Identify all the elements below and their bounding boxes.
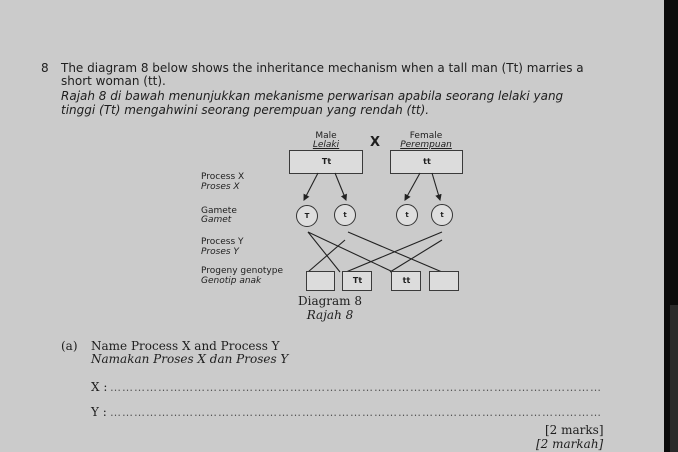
cross-line-2 <box>307 231 394 273</box>
cross-line-6 <box>389 239 443 273</box>
process-y-label: Process Y <box>201 237 244 247</box>
answer-y-label: Y : <box>91 405 107 419</box>
progeny-genotype-label-malay: Genotip anak <box>201 276 262 286</box>
offspring-box-4 <box>429 271 459 291</box>
gamete-label-malay: Gamet <box>201 215 232 225</box>
part-a-label: (a) <box>61 339 78 353</box>
cross-line-1 <box>307 231 341 273</box>
cross-symbol: X <box>370 135 381 150</box>
male-genotype-box <box>289 150 363 174</box>
gamete-1: T <box>296 205 318 227</box>
female-label-malay: Perempuan <box>400 140 452 150</box>
question-text-malay-line2: tinggi (Tt) mengahwini seorang perempuan… <box>61 103 430 117</box>
arrow-male-to-gamete-1 <box>303 172 319 201</box>
diagram-caption: Diagram 8 <box>297 294 362 308</box>
female-label: Female <box>409 131 443 141</box>
page-edge-shadow <box>670 305 678 452</box>
answer-x-label: X : <box>91 380 108 394</box>
question-text-english-line2: short woman (tt). <box>61 74 166 88</box>
offspring-genotype-2: Tt <box>352 276 363 285</box>
cross-line-4 <box>307 239 346 273</box>
gamete-label: Gamete <box>201 206 237 216</box>
inheritance-lines <box>303 172 443 273</box>
offspring-genotype-3: tt <box>402 276 411 285</box>
marks-malay: [2 markah] <box>536 437 604 451</box>
cross-line-5 <box>345 231 443 273</box>
male-label-malay: Lelaki <box>312 140 340 150</box>
part-a-question-malay: Namakan Proses X dan Proses Y <box>91 352 289 366</box>
offspring-box-3 <box>391 271 421 291</box>
gamete-3: t <box>396 204 418 226</box>
process-x-label-malay: Proses X <box>201 182 240 192</box>
process-x-label: Process X <box>201 172 245 182</box>
gamete-2: t <box>334 204 356 226</box>
female-genotype: tt <box>423 157 431 166</box>
offspring-box-2 <box>342 271 372 291</box>
male-label: Male <box>315 131 337 141</box>
part-a-question: Name Process X and Process Y <box>91 339 280 353</box>
female-genotype-box <box>390 150 463 174</box>
diagram-caption-malay: Rajah 8 <box>306 308 354 322</box>
question-number: 8 <box>41 61 49 75</box>
process-y-label-malay: Proses Y <box>201 247 239 257</box>
exam-page: 8 The diagram 8 below shows the inherita… <box>0 0 664 452</box>
answer-y-line[interactable]: …………………………………………………………………………………………………………… <box>110 406 600 419</box>
arrow-female-to-gamete-2 <box>431 172 442 202</box>
marks-english: [2 marks] <box>545 423 604 437</box>
arrow-male-to-gamete-2 <box>334 172 347 202</box>
arrow-female-to-gamete-1 <box>404 172 421 201</box>
question-text-english-line1: The diagram 8 below shows the inheritanc… <box>61 61 584 75</box>
male-genotype: Tt <box>321 157 332 166</box>
question-text-malay-line1: Rajah 8 di bawah menunjukkan mekanisme p… <box>61 89 564 103</box>
gamete-4: t <box>431 204 453 226</box>
answer-x-line[interactable]: …………………………………………………………………………………………………………… <box>110 381 600 394</box>
offspring-box-1 <box>306 271 335 291</box>
progeny-genotype-label: Progeny genotype <box>201 266 283 276</box>
